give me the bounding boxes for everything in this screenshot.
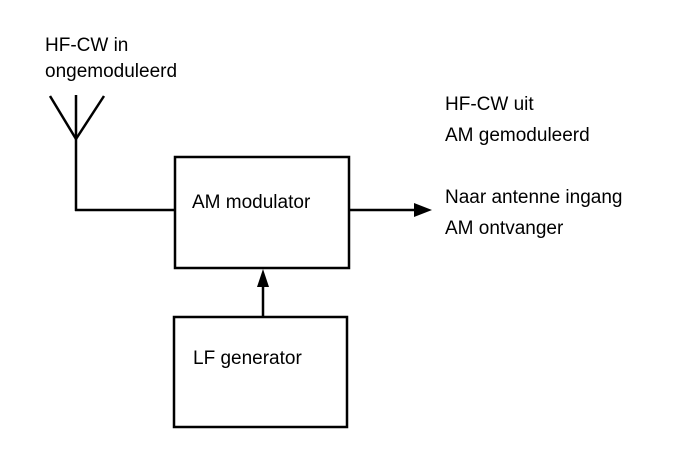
up-arrowhead-icon (257, 269, 269, 287)
lf-generator-block (172, 315, 349, 429)
output-arrowhead-icon (414, 203, 432, 217)
destination-label-line2: AM ontvanger (445, 218, 564, 239)
output-label-line2: AM gemoduleerd (445, 125, 590, 146)
antenna-arm-right (74, 95, 106, 140)
input-label-line2: ongemoduleerd (45, 61, 178, 82)
am-modulator-label: AM modulator (192, 192, 311, 213)
antenna-arm-left (48, 95, 78, 140)
am-modulator-block (173, 155, 351, 270)
lf-generator-label: LF generator (193, 348, 302, 369)
output-label: HF-CW uit AM gemoduleerd (445, 89, 590, 151)
input-label-line1: HF-CW in (45, 35, 129, 56)
destination-label: Naar antenne ingang AM ontvanger (445, 182, 622, 244)
output-label-line1: HF-CW uit (445, 94, 534, 115)
destination-label-line1: Naar antenne ingang (445, 187, 623, 208)
input-label: HF-CW in ongemoduleerd (45, 33, 177, 85)
